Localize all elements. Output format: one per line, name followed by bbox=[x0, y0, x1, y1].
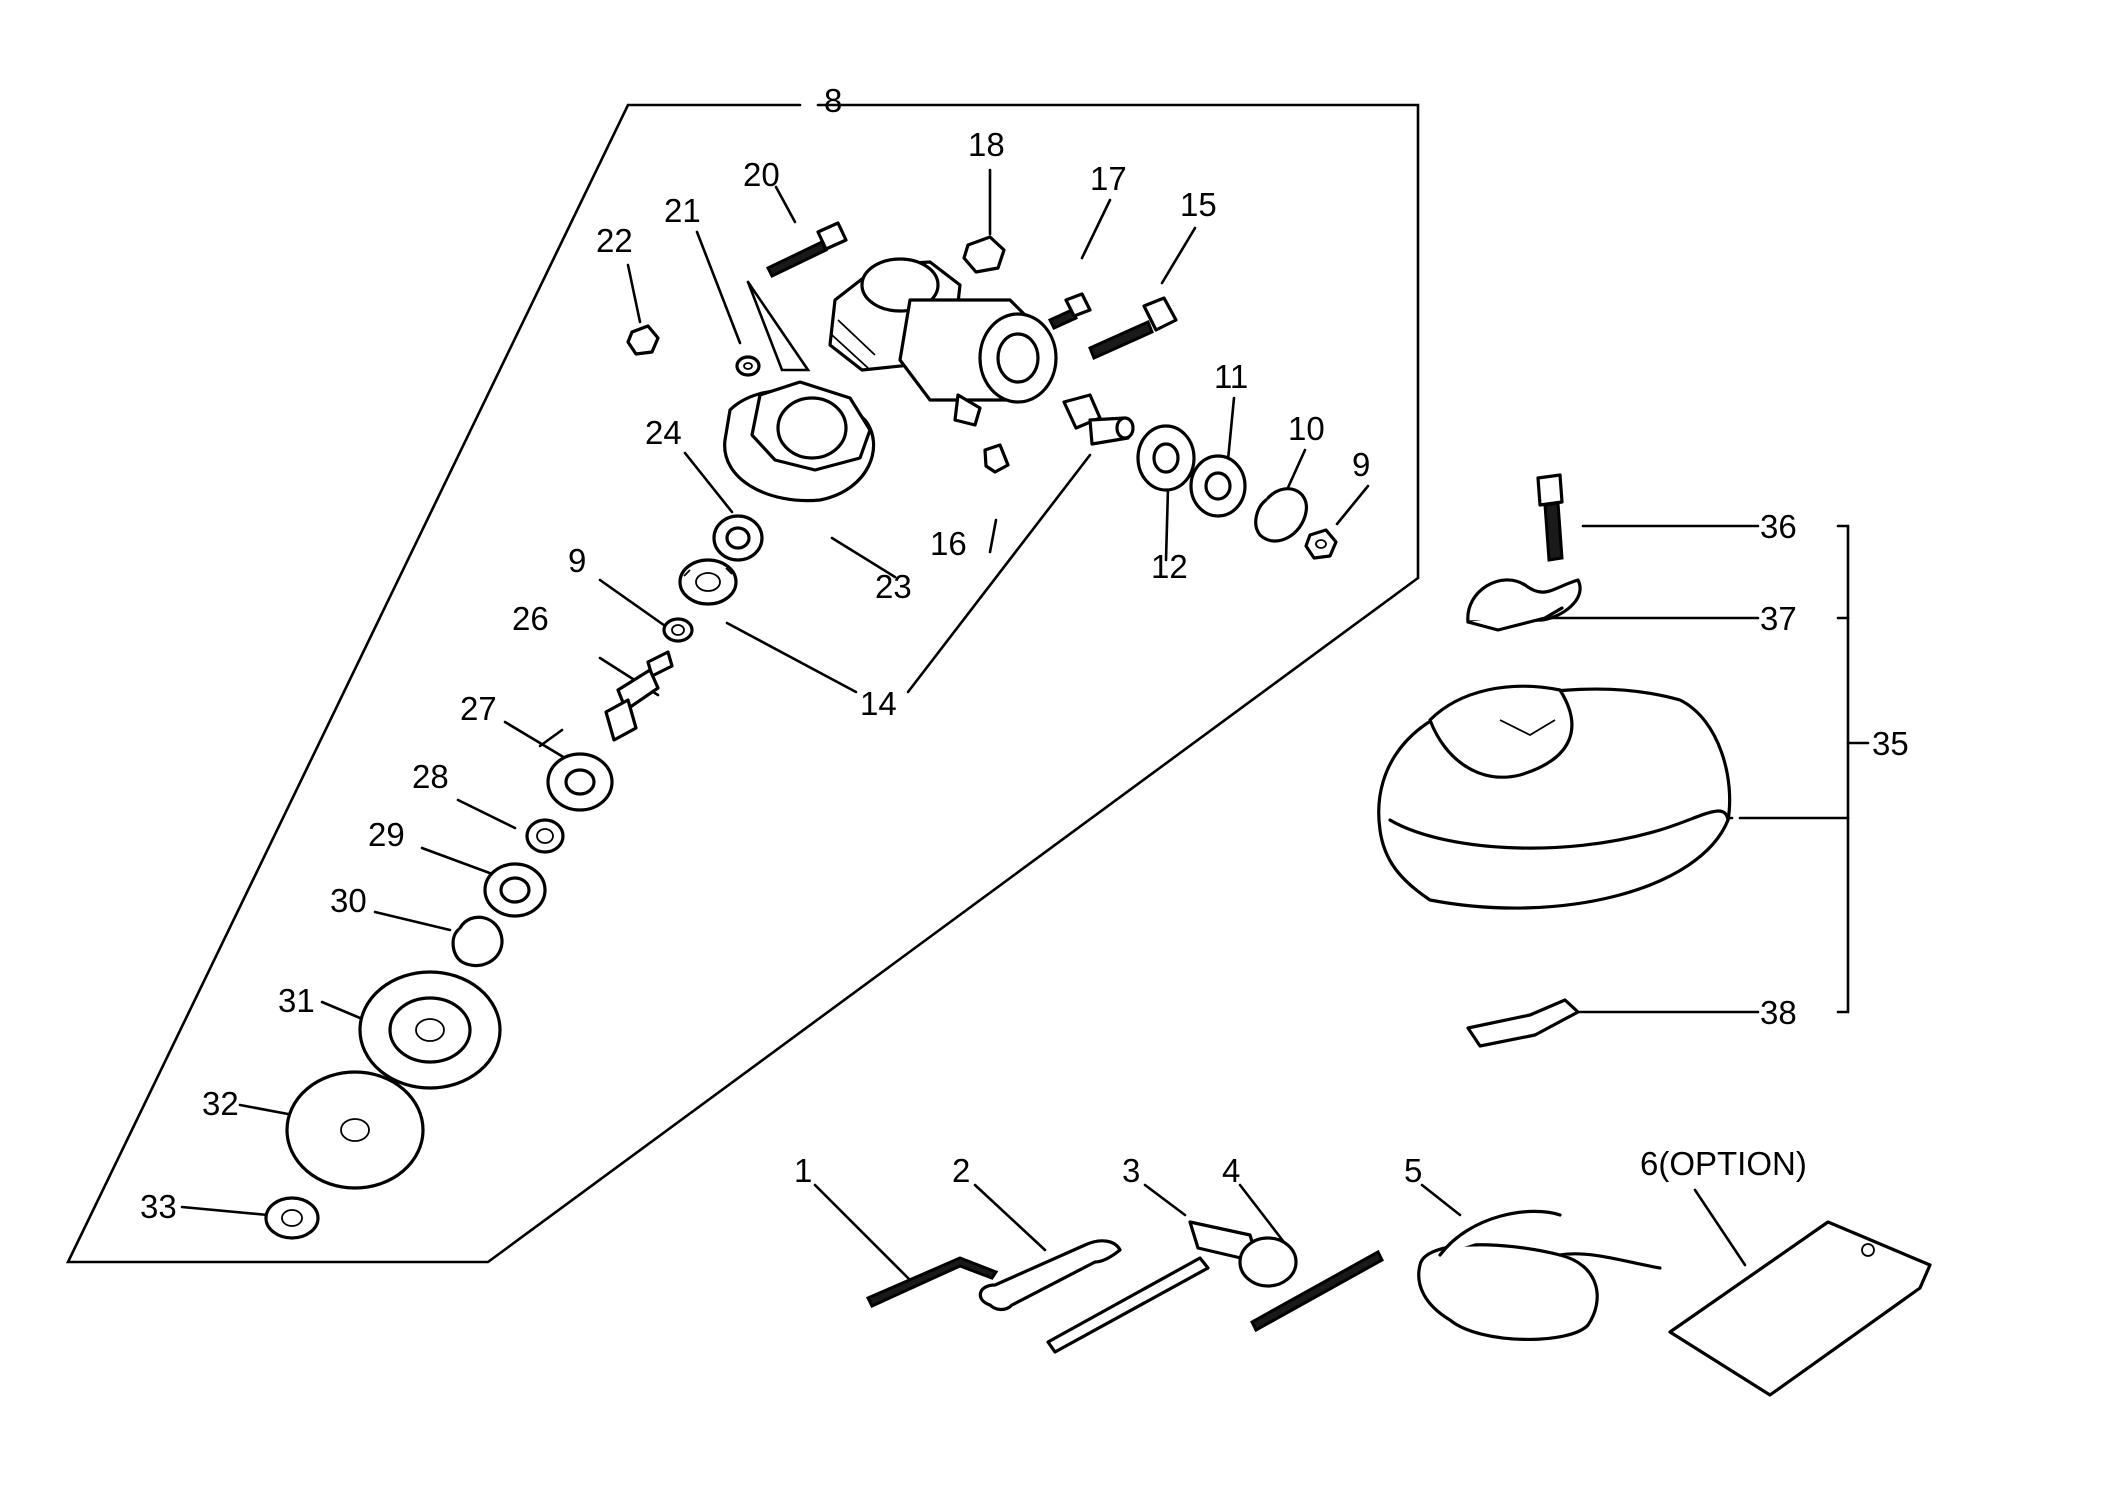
plate-38 bbox=[1466, 998, 1580, 1048]
label-28: 28 bbox=[412, 758, 449, 795]
goggles-5 bbox=[1417, 1209, 1662, 1342]
label-12: 12 bbox=[1151, 548, 1188, 585]
holder-31 bbox=[358, 970, 502, 1090]
label-6-option: 6(OPTION) bbox=[1640, 1145, 1807, 1182]
label-9-upper: 9 bbox=[1352, 446, 1370, 483]
bearing-11 bbox=[1189, 454, 1247, 518]
label-37: 37 bbox=[1760, 600, 1797, 637]
label-29: 29 bbox=[368, 816, 405, 853]
label-2: 2 bbox=[952, 1152, 970, 1189]
gear-case bbox=[828, 257, 1058, 427]
guard-shield bbox=[1377, 684, 1732, 910]
guard-bracket-23 bbox=[723, 380, 876, 503]
label-35: 35 bbox=[1872, 725, 1909, 762]
bolt-20 bbox=[765, 221, 848, 278]
pin-4 bbox=[1250, 1249, 1384, 1333]
collar-28 bbox=[525, 818, 565, 854]
label-10: 10 bbox=[1288, 410, 1325, 447]
label-18: 18 bbox=[968, 126, 1005, 163]
nut-33 bbox=[264, 1196, 320, 1240]
snap-ring-10 bbox=[1254, 487, 1308, 543]
clamp-37 bbox=[1466, 578, 1582, 632]
washer-9b bbox=[662, 617, 694, 643]
label-26: 26 bbox=[512, 600, 549, 637]
option-sheet-6 bbox=[1668, 1220, 1932, 1397]
bolt-36 bbox=[1536, 473, 1564, 562]
bearing-12 bbox=[1136, 424, 1196, 492]
label-20: 20 bbox=[743, 156, 780, 193]
part-labels: 8 18 20 17 15 21 22 11 10 9 24 16 12 23 … bbox=[140, 82, 1909, 1225]
seal-29 bbox=[483, 862, 547, 918]
bolt-15 bbox=[1088, 296, 1178, 361]
spindle-26 bbox=[604, 650, 674, 742]
washer-9a bbox=[1304, 528, 1338, 560]
washer-21 bbox=[735, 355, 761, 377]
label-38: 38 bbox=[1760, 994, 1797, 1031]
label-22: 22 bbox=[596, 222, 633, 259]
label-16: 16 bbox=[930, 525, 967, 562]
label-33: 33 bbox=[140, 1188, 177, 1225]
hex-wrench-1 bbox=[865, 1256, 999, 1308]
label-11: 11 bbox=[1214, 358, 1248, 395]
label-4: 4 bbox=[1222, 1152, 1240, 1189]
nut-18 bbox=[962, 235, 1006, 274]
label-1: 1 bbox=[794, 1152, 812, 1189]
key-16 bbox=[983, 443, 1010, 474]
label-5: 5 bbox=[1404, 1152, 1422, 1189]
snap-ring-30 bbox=[451, 915, 504, 968]
label-27: 27 bbox=[460, 690, 497, 727]
nut-22 bbox=[626, 324, 660, 356]
bearing-24 bbox=[712, 514, 764, 562]
label-3: 3 bbox=[1122, 1152, 1140, 1189]
label-24: 24 bbox=[645, 414, 682, 451]
label-8: 8 bbox=[824, 82, 842, 119]
bearing-27 bbox=[546, 752, 614, 812]
label-9-lower: 9 bbox=[568, 542, 586, 579]
label-21: 21 bbox=[664, 192, 701, 229]
cover-32 bbox=[285, 1070, 425, 1190]
label-31: 31 bbox=[278, 982, 315, 1019]
label-32: 32 bbox=[202, 1085, 239, 1122]
spanner-2 bbox=[978, 1239, 1122, 1312]
label-23: 23 bbox=[875, 568, 912, 605]
socket-wrench-3 bbox=[1046, 1220, 1298, 1354]
bolt-17 bbox=[1047, 292, 1092, 330]
label-14: 14 bbox=[860, 685, 897, 722]
label-15: 15 bbox=[1180, 186, 1217, 223]
bevel-gear-14 bbox=[678, 558, 738, 606]
label-30: 30 bbox=[330, 882, 367, 919]
assembly-8-outline bbox=[65, 103, 1420, 1264]
label-17: 17 bbox=[1090, 160, 1127, 197]
gear-shaft bbox=[1062, 393, 1135, 446]
label-36: 36 bbox=[1760, 508, 1797, 545]
